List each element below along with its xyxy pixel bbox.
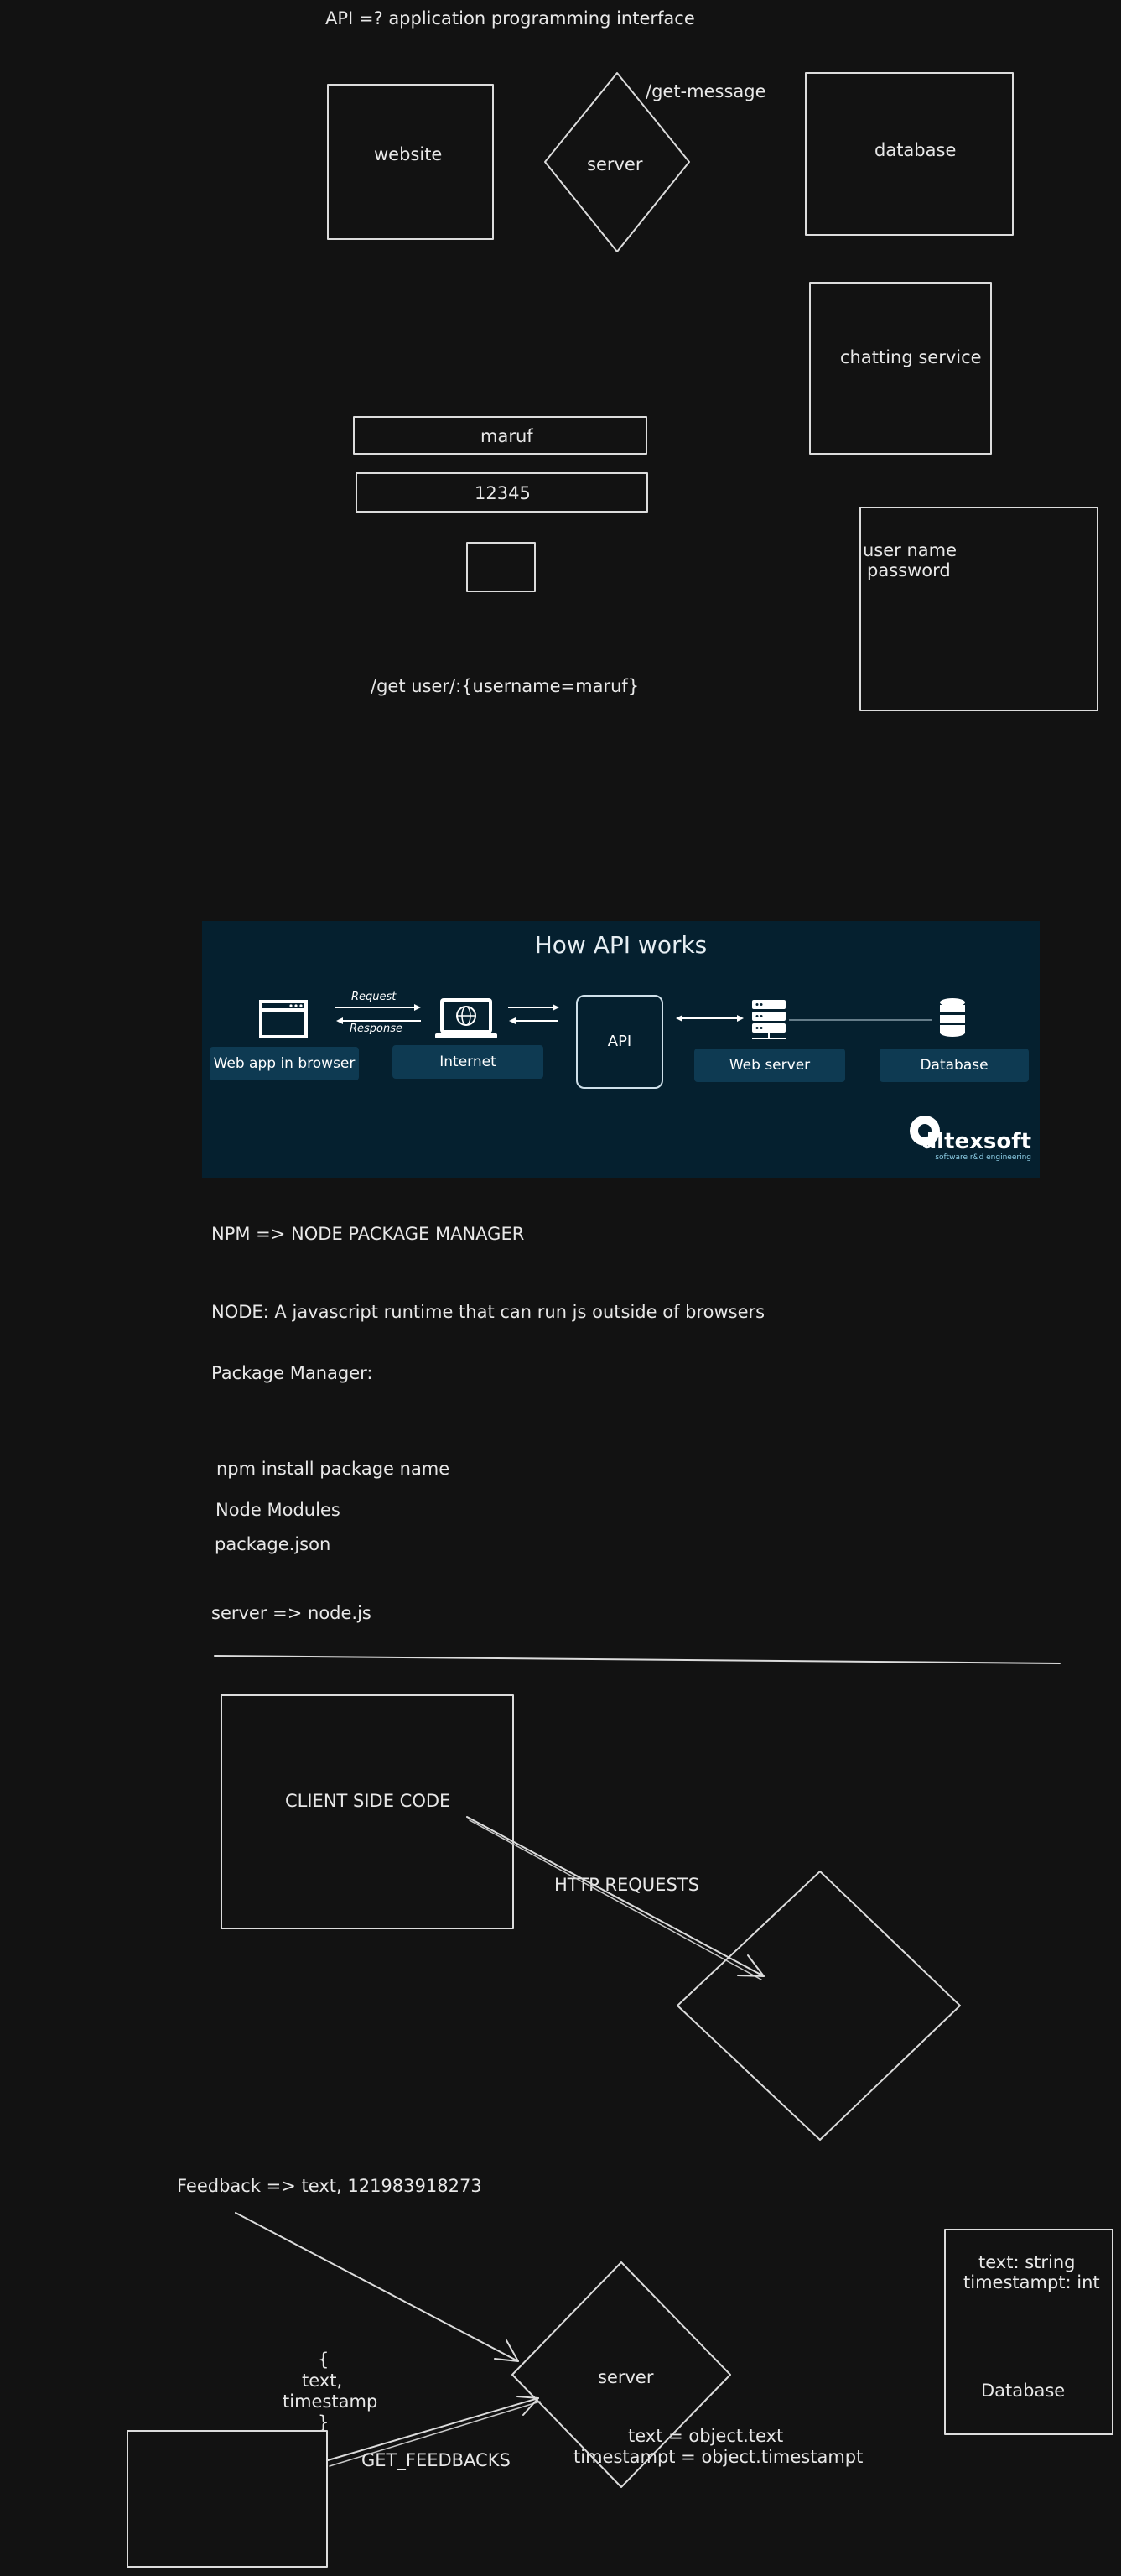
http-request-arrow xyxy=(466,1816,765,1980)
web-app-pill: Web app in browser xyxy=(210,1047,359,1080)
server-diamond-bottom[interactable] xyxy=(511,2261,731,2488)
card-username-line: user name xyxy=(863,540,957,560)
altexsoft-brand: altexsoft software r&d engineering xyxy=(922,1131,1031,1163)
client-code-box[interactable] xyxy=(221,1694,514,1929)
brace-text: text, xyxy=(302,2370,342,2391)
api-definition-text: API =? application programming interface xyxy=(325,8,695,29)
client-code-label: CLIENT SIDE CODE xyxy=(285,1791,450,1811)
credentials-card[interactable] xyxy=(859,507,1098,711)
website-label: website xyxy=(374,144,442,164)
node-note: NODE: A javascript runtime that can run … xyxy=(211,1302,765,1322)
website-box[interactable] xyxy=(327,84,494,240)
server-diamond[interactable] xyxy=(544,72,690,252)
get-feedbacks-arrow xyxy=(327,2396,541,2467)
database-label: database xyxy=(874,140,956,160)
brace-close: } xyxy=(318,2412,329,2433)
laptop-globe-icon xyxy=(435,998,497,1038)
node-modules-note: Node Modules xyxy=(215,1500,340,1520)
database-bottom-label: Database xyxy=(981,2381,1065,2401)
figure-title: How API works xyxy=(534,931,708,959)
package-json-note: package.json xyxy=(215,1534,330,1554)
database-cylinder-icon xyxy=(940,998,965,1037)
db-field-timestamp: timestampt: int xyxy=(963,2272,1100,2292)
database-box[interactable] xyxy=(805,72,1014,236)
chatting-service-box[interactable] xyxy=(809,282,992,455)
database-pill: Database xyxy=(880,1049,1029,1082)
server-diamond-large[interactable] xyxy=(677,1871,961,2141)
brand-tagline: software r&d engineering xyxy=(935,1153,1031,1162)
web-server-pill: Web server xyxy=(694,1049,845,1082)
npm-install-note: npm install package name xyxy=(216,1459,449,1479)
altexsoft-logo-icon xyxy=(910,1116,940,1147)
request-label: Request xyxy=(351,991,397,1003)
http-requests-label: HTTP REQUESTS xyxy=(554,1875,699,1895)
get-feedbacks-label: GET_FEEDBACKS xyxy=(361,2450,511,2471)
server-stack-icon xyxy=(752,1000,786,1039)
feedback-arrow xyxy=(235,2212,519,2362)
get-user-route: /get user/:{username=maruf} xyxy=(371,676,639,696)
brand-name: altexsoft xyxy=(921,1129,1031,1154)
brace-timestamp: timestamp xyxy=(283,2391,377,2412)
response-label: Response xyxy=(350,1023,403,1035)
server-node-note: server => node.js xyxy=(211,1603,371,1623)
password-input-box[interactable] xyxy=(356,472,648,513)
figure-graphics xyxy=(259,998,965,1147)
divider-line xyxy=(214,1655,1061,1664)
password-value: 12345 xyxy=(475,483,531,503)
api-server-arrow xyxy=(676,1015,744,1022)
internet-pill: Internet xyxy=(392,1045,543,1079)
username-value: maruf xyxy=(480,426,533,446)
db-field-text: text: string xyxy=(978,2252,1075,2272)
package-manager-note: Package Manager: xyxy=(211,1363,372,1383)
text-assign-line: text = object.text xyxy=(628,2426,783,2446)
request-response-arrows xyxy=(335,1004,421,1024)
api-box: API xyxy=(576,995,663,1089)
server-label: server xyxy=(587,154,643,174)
feedback-note: Feedback => text, 121983918273 xyxy=(177,2176,482,2196)
chatting-service-label: chatting service xyxy=(840,347,982,367)
card-password-line: password xyxy=(867,560,951,580)
internet-api-arrows xyxy=(508,1004,559,1024)
get-message-label: /get-message xyxy=(646,81,766,101)
server-bottom-label: server xyxy=(598,2367,654,2387)
browser-icon xyxy=(259,1000,308,1038)
timestamp-assign-line: timestampt = object.timestampt xyxy=(573,2447,863,2467)
brace-open: { xyxy=(318,2350,329,2370)
username-input-box[interactable] xyxy=(353,416,647,455)
submit-button-box[interactable] xyxy=(466,542,536,592)
client-box-bottom[interactable] xyxy=(127,2430,328,2568)
how-api-works-figure: How API works xyxy=(202,921,1040,1178)
npm-note: NPM => NODE PACKAGE MANAGER xyxy=(211,1224,524,1244)
database-box-bottom[interactable] xyxy=(944,2229,1113,2435)
